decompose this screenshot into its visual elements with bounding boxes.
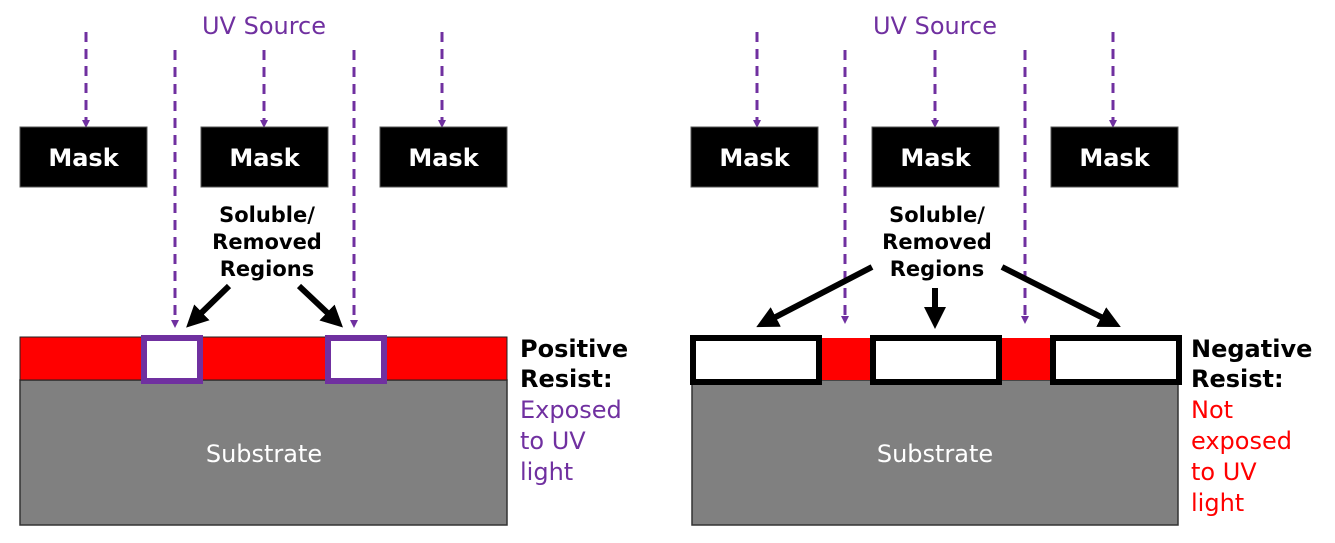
resist-region [1002,338,1051,380]
removed-region [141,335,203,384]
substrate-label: Substrate [877,440,993,468]
resist-title-line: Resist: [520,365,613,393]
callout-line: Removed [882,230,992,254]
callout-text: Soluble/ Removed Regions [882,203,992,281]
uv-source-label: UV Source [202,12,326,40]
callout-line: Regions [220,257,315,281]
substrate: Substrate [691,379,1179,526]
mask-label: Mask [900,144,971,172]
resist-title-line: Positive [520,335,628,363]
resist-type-label: Negative Resist: Not exposed to UV light [1191,335,1312,517]
substrate: Substrate [19,379,508,526]
positive-resist-panel: UV Source Mask Mask Mask Soluble/ Remove… [19,12,628,526]
removed-region [870,335,1002,385]
mask: Mask [200,126,329,188]
mask: Mask [690,126,819,188]
resist-desc-line: light [1191,489,1244,517]
mask-label: Mask [48,144,119,172]
resist-desc-line: exposed [1191,427,1292,455]
uv-rays [753,32,1117,324]
negative-resist-panel: UV Source Mask Mask Mask Soluble/ Remove… [690,12,1312,526]
mask: Mask [19,126,148,188]
callout-arrow [186,283,232,328]
mask: Mask [1050,126,1179,188]
resist-desc-line: Exposed [520,396,622,424]
callout-line: Removed [212,230,322,254]
callout-arrow [296,283,343,328]
resist-desc-line: to UV [520,427,586,455]
resist-desc-line: light [520,458,573,486]
uv-rays [82,32,446,328]
resist-desc-line: Not [1191,396,1233,424]
uv-source-label: UV Source [873,12,997,40]
callout-line: Regions [890,257,985,281]
callout-line: Soluble/ [889,203,985,227]
mask: Mask [871,126,1000,188]
resist-type-label: Positive Resist: Exposed to UV light [520,335,628,486]
callout-arrow [1000,264,1121,327]
resist-desc-line: to UV [1191,458,1257,486]
callout-line: Soluble/ [219,203,315,227]
removed-region [325,335,387,384]
resist-title-line: Negative [1191,335,1312,363]
mask-label: Mask [229,144,300,172]
mask: Mask [379,126,508,188]
removed-region [690,335,822,385]
resist-layer [19,336,508,381]
callout-text: Soluble/ Removed Regions [212,203,322,281]
resist-title-line: Resist: [1191,365,1284,393]
callout-arrow [756,264,874,328]
mask-label: Mask [1079,144,1150,172]
substrate-label: Substrate [206,440,322,468]
mask-label: Mask [408,144,479,172]
mask-label: Mask [719,144,790,172]
removed-region [1050,335,1182,385]
resist-region [821,338,871,380]
